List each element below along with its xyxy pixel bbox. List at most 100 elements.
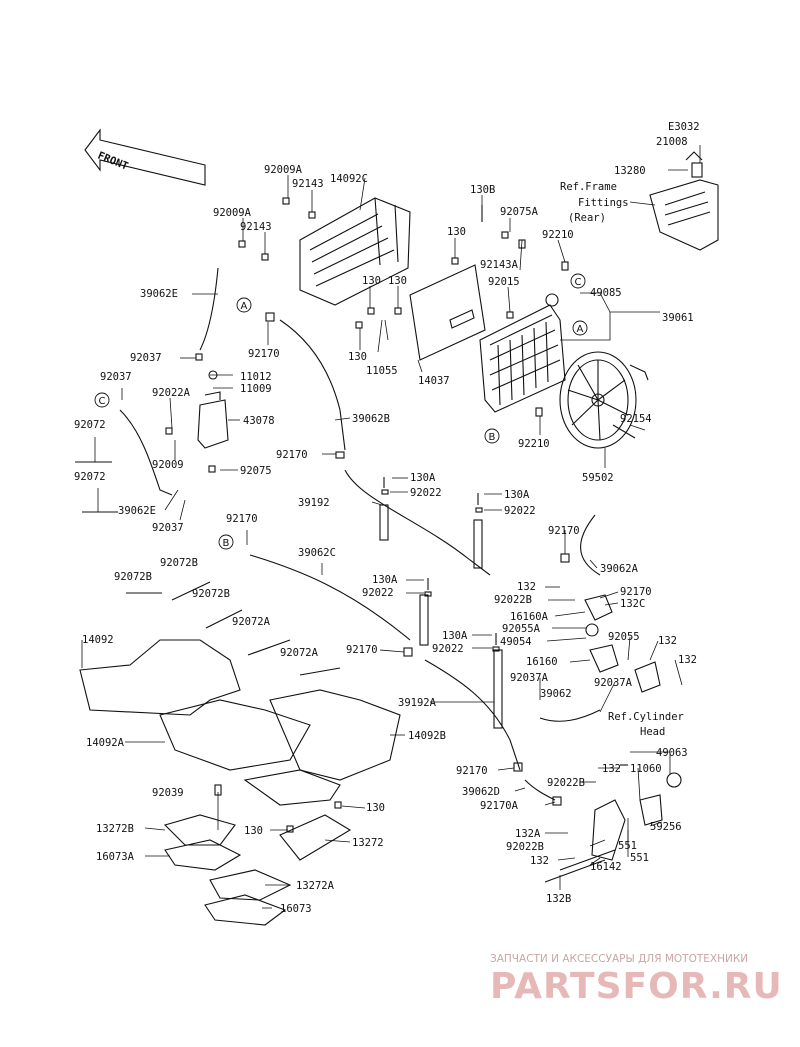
svg-text:A: A <box>577 324 584 335</box>
part-label: 16160A <box>510 611 549 623</box>
part-label: 132 <box>530 855 549 867</box>
part-label: 551 <box>630 852 649 864</box>
part-label: 132A <box>515 828 541 840</box>
pipes-drawing <box>379 504 503 729</box>
svg-text:C: C <box>99 396 106 407</box>
ref-cylinder-line-2: Head <box>640 726 665 738</box>
part-label: 92072B <box>114 571 152 583</box>
part-label: 39192A <box>398 697 437 709</box>
part-label: 92072 <box>74 419 106 431</box>
part-label: 59256 <box>650 821 682 833</box>
part-label: 14092C <box>330 173 368 185</box>
ref-frame-line-1: Ref.Frame <box>560 181 617 193</box>
part-label: 132 <box>658 635 677 647</box>
part-label: 21008 <box>656 136 688 148</box>
part-label: 130B <box>470 184 495 196</box>
part-label: 16142 <box>590 861 622 873</box>
part-label: 92210 <box>518 438 550 450</box>
svg-text:B: B <box>223 538 230 549</box>
part-label: 92143 <box>292 178 324 190</box>
part-label: 43078 <box>243 415 275 427</box>
part-label: 132 <box>678 654 697 666</box>
part-label: 39062B <box>352 413 390 425</box>
part-label: 92170 <box>456 765 488 777</box>
part-label: 92022B <box>494 594 532 606</box>
radiator-drawing <box>479 293 566 413</box>
part-label: 92072 <box>74 471 106 483</box>
marker-c-1: C <box>94 392 110 408</box>
marker-c-2: C <box>570 273 586 289</box>
part-label: 92075A <box>500 206 539 218</box>
thermostat-drawing <box>584 594 661 693</box>
part-label: 92170 <box>620 586 652 598</box>
part-label: 92022 <box>504 505 536 517</box>
water-pump-drawing <box>544 772 682 883</box>
front-arrow: FRONT <box>84 128 206 186</box>
part-label: 130 <box>348 351 367 363</box>
part-label: 92143 <box>240 221 272 233</box>
reservoir-drawing <box>197 370 229 449</box>
part-label: 92037 <box>100 371 132 383</box>
part-label: 132B <box>546 893 571 905</box>
part-label: 11060 <box>630 763 662 775</box>
part-label: 92075 <box>240 465 272 477</box>
part-label: 16073A <box>96 851 135 863</box>
part-label: 132 <box>602 763 621 775</box>
part-label: 92170 <box>248 348 280 360</box>
fan-drawing <box>559 351 649 449</box>
watermark-tagline: ЗАПЧАСТИ И АКСЕССУАРЫ ДЛЯ МОТОТЕХНИКИ <box>490 953 748 965</box>
part-label: 14092 <box>82 634 114 646</box>
part-label: 92170 <box>276 449 308 461</box>
part-label: 92009 <box>152 459 184 471</box>
part-label: 92170 <box>346 644 378 656</box>
part-label: 551 <box>618 840 637 852</box>
part-label: 16073 <box>280 903 312 915</box>
leader-lines <box>81 145 701 909</box>
part-label: 39062E <box>140 288 178 300</box>
part-label: 13272A <box>296 880 335 892</box>
part-label: 92210 <box>542 229 574 241</box>
skid-plates-drawing <box>163 814 352 926</box>
part-label: 92055A <box>502 623 541 635</box>
part-label: 132C <box>620 598 645 610</box>
part-label: 92170 <box>548 525 580 537</box>
floor-panels-drawing <box>79 639 401 806</box>
part-label: 92022B <box>547 777 585 789</box>
svg-text:A: A <box>241 301 248 312</box>
part-label: 14092A <box>86 737 125 749</box>
part-label: 11009 <box>240 383 272 395</box>
part-label: 39062A <box>600 563 639 575</box>
ref-cylinder-line-1: Ref.Cylinder <box>608 711 684 723</box>
part-label: 49063 <box>656 747 688 759</box>
part-label: 39062E <box>118 505 156 517</box>
marker-b-1: B <box>484 428 500 444</box>
part-label: 39062 <box>540 688 572 700</box>
radiator-cover-drawing <box>409 264 486 361</box>
reference-frame-fittings: Ref.Frame Fittings (Rear) <box>560 181 629 224</box>
part-label: 39062D <box>462 786 500 798</box>
part-label: 39062C <box>298 547 336 559</box>
part-label: 92022B <box>506 841 544 853</box>
part-label: 130 <box>366 802 385 814</box>
part-label: 14092B <box>408 730 446 742</box>
part-label: 92072B <box>160 557 198 569</box>
ref-frame-line-3: (Rear) <box>568 212 606 224</box>
part-label: 92022 <box>432 643 464 655</box>
part-label: 92009A <box>213 207 252 219</box>
marker-b-2: B <box>218 534 234 550</box>
part-label: 92015 <box>488 276 520 288</box>
svg-text:B: B <box>489 432 496 443</box>
part-label: 92072B <box>192 588 230 600</box>
part-label: 92055 <box>608 631 640 643</box>
ref-frame-line-2: Fittings <box>578 197 629 209</box>
part-label: 14037 <box>418 375 450 387</box>
part-label: 92037A <box>510 672 549 684</box>
part-label: 92170A <box>480 800 519 812</box>
part-label: 13272 <box>352 837 384 849</box>
part-label: 92022 <box>362 587 394 599</box>
part-label: 39061 <box>662 312 694 324</box>
part-label: 130A <box>410 472 436 484</box>
part-label: 92039 <box>152 787 184 799</box>
part-label: 130A <box>442 630 468 642</box>
